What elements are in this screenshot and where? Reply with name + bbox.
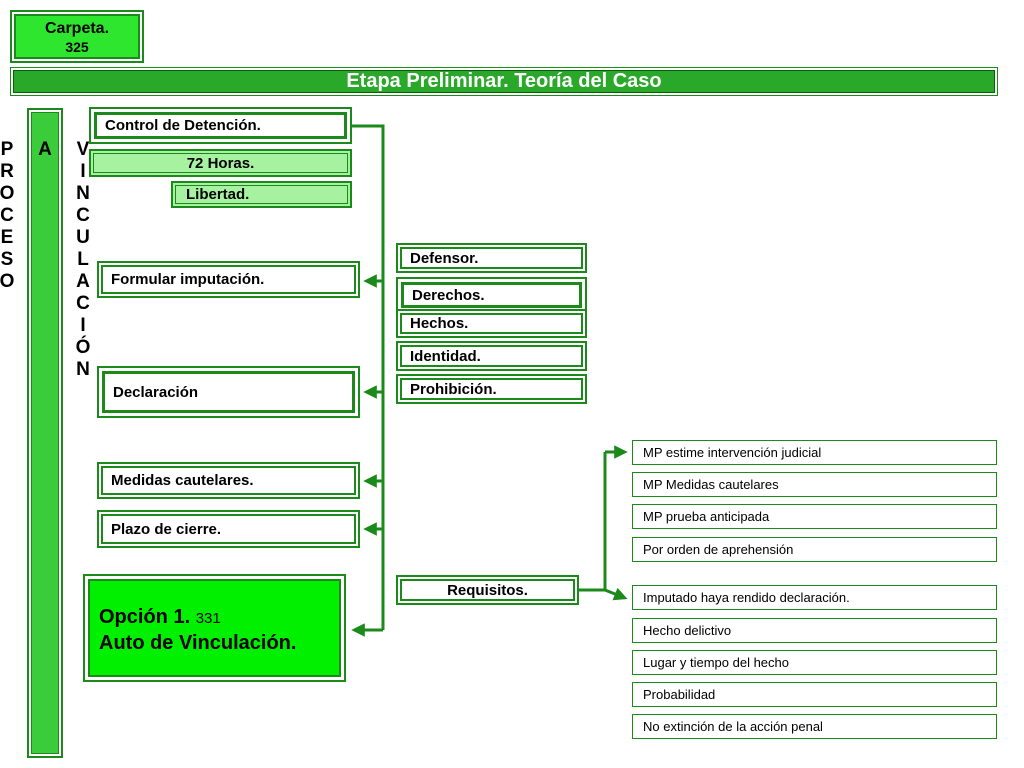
requisitos-box: Requisitos. <box>396 575 579 605</box>
identidad-label: Identidad. <box>400 345 583 367</box>
banner-title: Etapa Preliminar. Teoría del Caso <box>13 70 995 93</box>
list-item: Probabilidad <box>632 682 997 707</box>
carpeta-label: Carpeta. <box>44 20 110 37</box>
control-detencion-label: Control de Detención. <box>94 112 347 139</box>
requisitos-label: Requisitos. <box>400 579 575 601</box>
trunk-line <box>351 124 385 630</box>
vertical-banner: VINCULACIÓN A PROCESO <box>0 108 94 758</box>
vertical-text: VINCULACIÓN A PROCESO <box>0 139 94 381</box>
list-item: Lugar y tiempo del hecho <box>632 650 997 675</box>
prohibicion-label: Prohibición. <box>400 378 583 400</box>
derechos-box: Derechos. <box>396 277 587 313</box>
list-item: Hecho delictivo <box>632 618 997 643</box>
libertad-box: Libertad. <box>171 181 352 208</box>
list-item: MP estime intervención judicial <box>632 440 997 465</box>
auto-title: Auto de Vinculación. <box>99 632 297 654</box>
declaracion-label: Declaración <box>102 371 355 413</box>
option-number: 331 <box>195 610 221 627</box>
hechos-box: Hechos. <box>396 309 587 338</box>
carpeta-box: Carpeta. 325 <box>10 10 144 63</box>
imputacion-label: Formular imputación. <box>101 265 356 294</box>
list-item: MP prueba anticipada <box>632 504 997 529</box>
identidad-box: Identidad. <box>396 341 587 371</box>
libertad-label: Libertad. <box>175 185 348 204</box>
horas-box: 72 Horas. <box>89 149 352 177</box>
option-label: Opción 1. <box>99 606 191 628</box>
cautelares-box: Medidas cautelares. <box>97 462 360 499</box>
plazo-box: Plazo de cierre. <box>97 510 360 548</box>
prohibicion-box: Prohibición. <box>396 374 587 404</box>
horas-label: 72 Horas. <box>93 153 348 173</box>
list-item: No extinción de la acción penal <box>632 714 997 739</box>
derechos-label: Derechos. <box>401 282 582 308</box>
list-item: Por orden de aprehensión <box>632 537 997 562</box>
arrow-lower-list <box>604 587 628 601</box>
cautelares-label: Medidas cautelares. <box>101 466 356 495</box>
defensor-label: Defensor. <box>400 247 583 269</box>
defensor-box: Defensor. <box>396 243 587 273</box>
imputacion-box: Formular imputación. <box>97 261 360 298</box>
auto-vinculacion-box: Opción 1. 331 Auto de Vinculación. <box>83 574 346 682</box>
plazo-label: Plazo de cierre. <box>101 514 356 544</box>
control-detencion-box: Control de Detención. <box>89 107 352 144</box>
list-item: Imputado haya rendido declaración. <box>632 585 997 610</box>
hechos-label: Hechos. <box>400 313 583 334</box>
title-banner: Etapa Preliminar. Teoría del Caso <box>10 67 998 96</box>
carpeta-number: 325 <box>65 39 89 55</box>
declaracion-box: Declaración <box>97 366 360 418</box>
list-item: MP Medidas cautelares <box>632 472 997 497</box>
